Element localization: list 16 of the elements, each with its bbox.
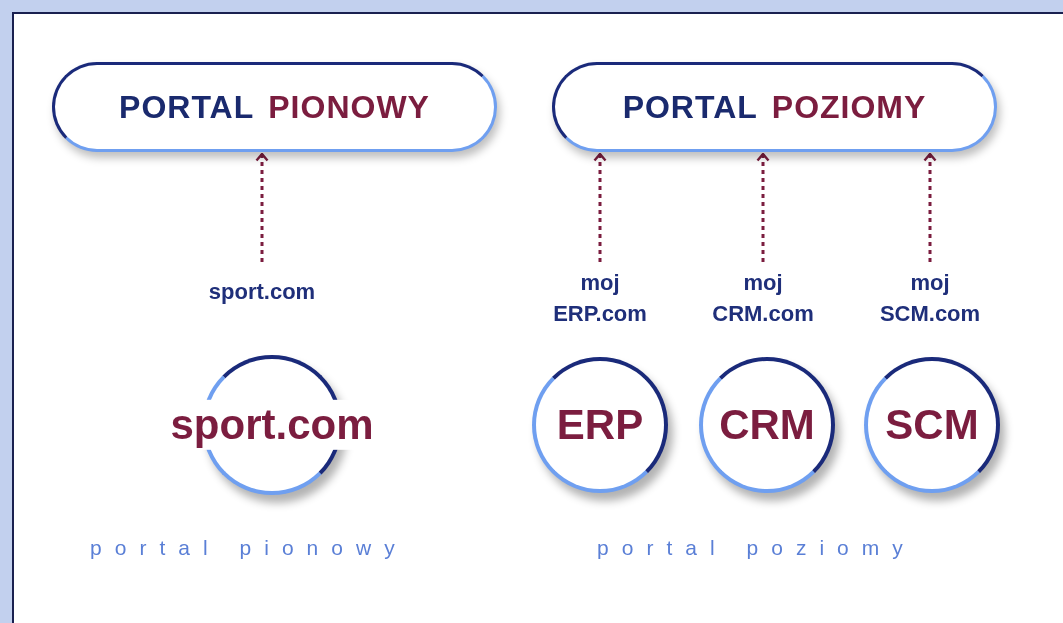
portal-title: POZIOMY <box>771 88 927 126</box>
portal-title: PORTAL <box>622 88 758 126</box>
portal-title: PIONOWY <box>268 88 430 126</box>
portal-type-caption: portal poziomy <box>597 536 916 560</box>
portal-type-caption: portal pionowy <box>90 536 408 560</box>
portal-pill <box>52 62 497 152</box>
site-address: moj SCM.com <box>878 269 982 329</box>
dashed-arrow <box>593 152 607 262</box>
site-address: moj CRM.com <box>711 269 815 329</box>
site-address: moj ERP.com <box>552 269 648 329</box>
dashed-arrow <box>923 152 937 262</box>
portal-pill <box>552 62 997 152</box>
portal-title: PORTAL <box>119 88 255 126</box>
site-address: sport.com <box>208 278 316 307</box>
dashed-arrow <box>255 152 269 262</box>
dashed-arrow <box>756 152 770 262</box>
